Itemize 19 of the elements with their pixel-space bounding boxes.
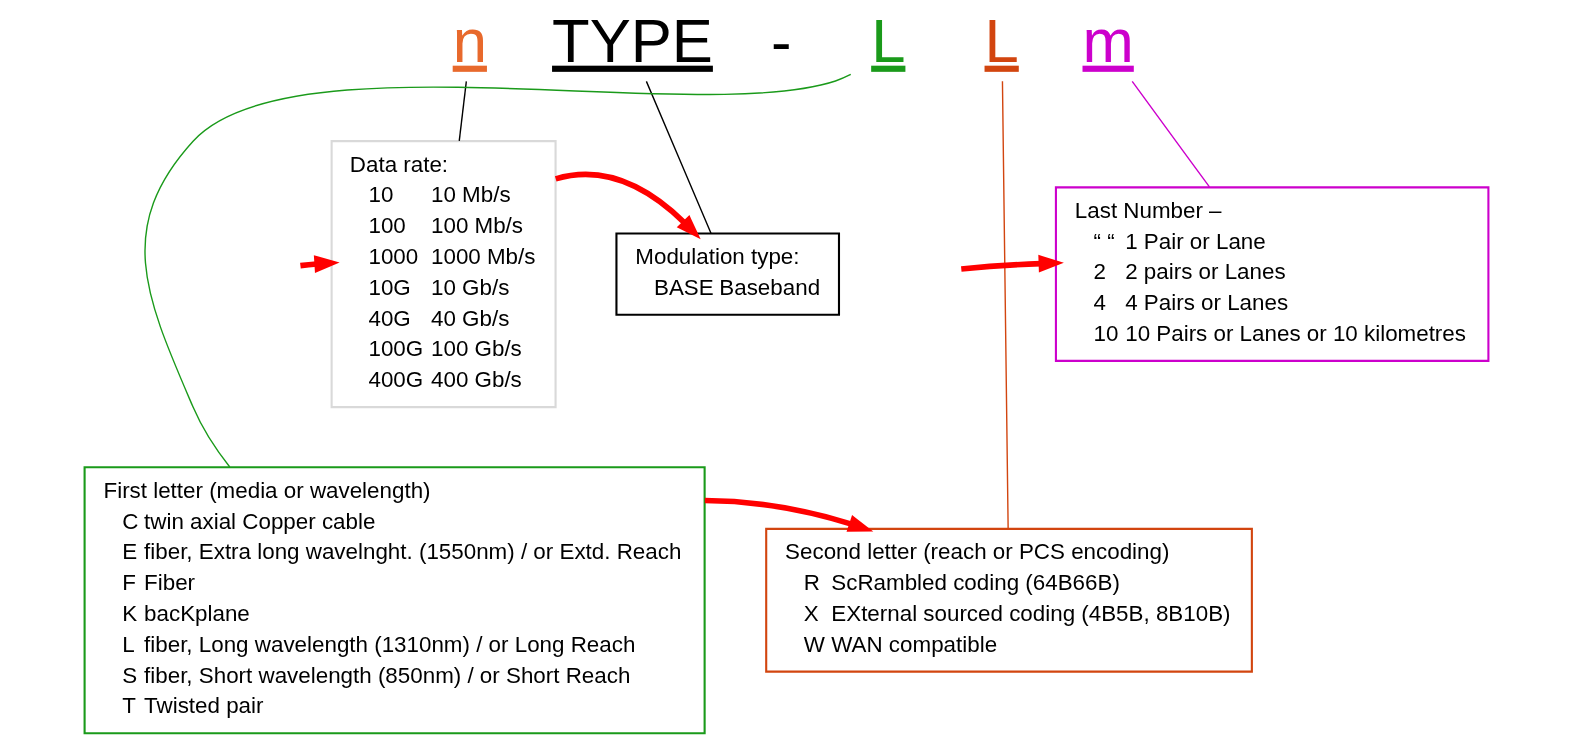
arrow [704, 497, 874, 532]
node-box: Data rate: 10 10 Mb/s 100 100 Mb/s 1000 1000 Mb/s 10G 10 Gb/s 40G 40 Gb/s 100G 100 Gb/s 400G 400 Gb/s [330, 140, 557, 409]
arrow [961, 254, 1064, 273]
node-box: Second letter (reach or PCS encoding) R ScRambled coding (64B66B) X EXternal sourced coding (4B5B, 8B10B) W WAN compatible [765, 527, 1253, 673]
connector [458, 80, 468, 142]
node-text: TYPE [552, 5, 713, 75]
node-box: First letter (media or wavelength) C twin axial Copper cable E fiber, Extra long wavelnght. (1550nm) / or Extd. Reach F Fiber K bacKplane L fiber, Long wavelength (1310nm) / or Long Reach S fiber, Short wavelength (850nm) / or Short Reach T Twisted pair [83, 466, 706, 735]
connector [144, 73, 852, 468]
connector [645, 80, 712, 235]
arrow [555, 171, 701, 240]
node-box: Last Number – “ “ 1 Pair or Lane 2 2 pairs or Lanes 4 4 Pairs or Lanes 10 10 Pairs or Lanes or 10 kilometres [1054, 186, 1490, 362]
connector [1131, 80, 1211, 188]
node-box: Modulation type: BASE Baseband [615, 232, 841, 316]
node-text: n [452, 5, 487, 75]
node-text: m [1082, 5, 1134, 75]
node-text: L [871, 5, 906, 75]
node-text: L [984, 5, 1019, 75]
connector [1001, 80, 1009, 530]
label: - [771, 7, 792, 77]
